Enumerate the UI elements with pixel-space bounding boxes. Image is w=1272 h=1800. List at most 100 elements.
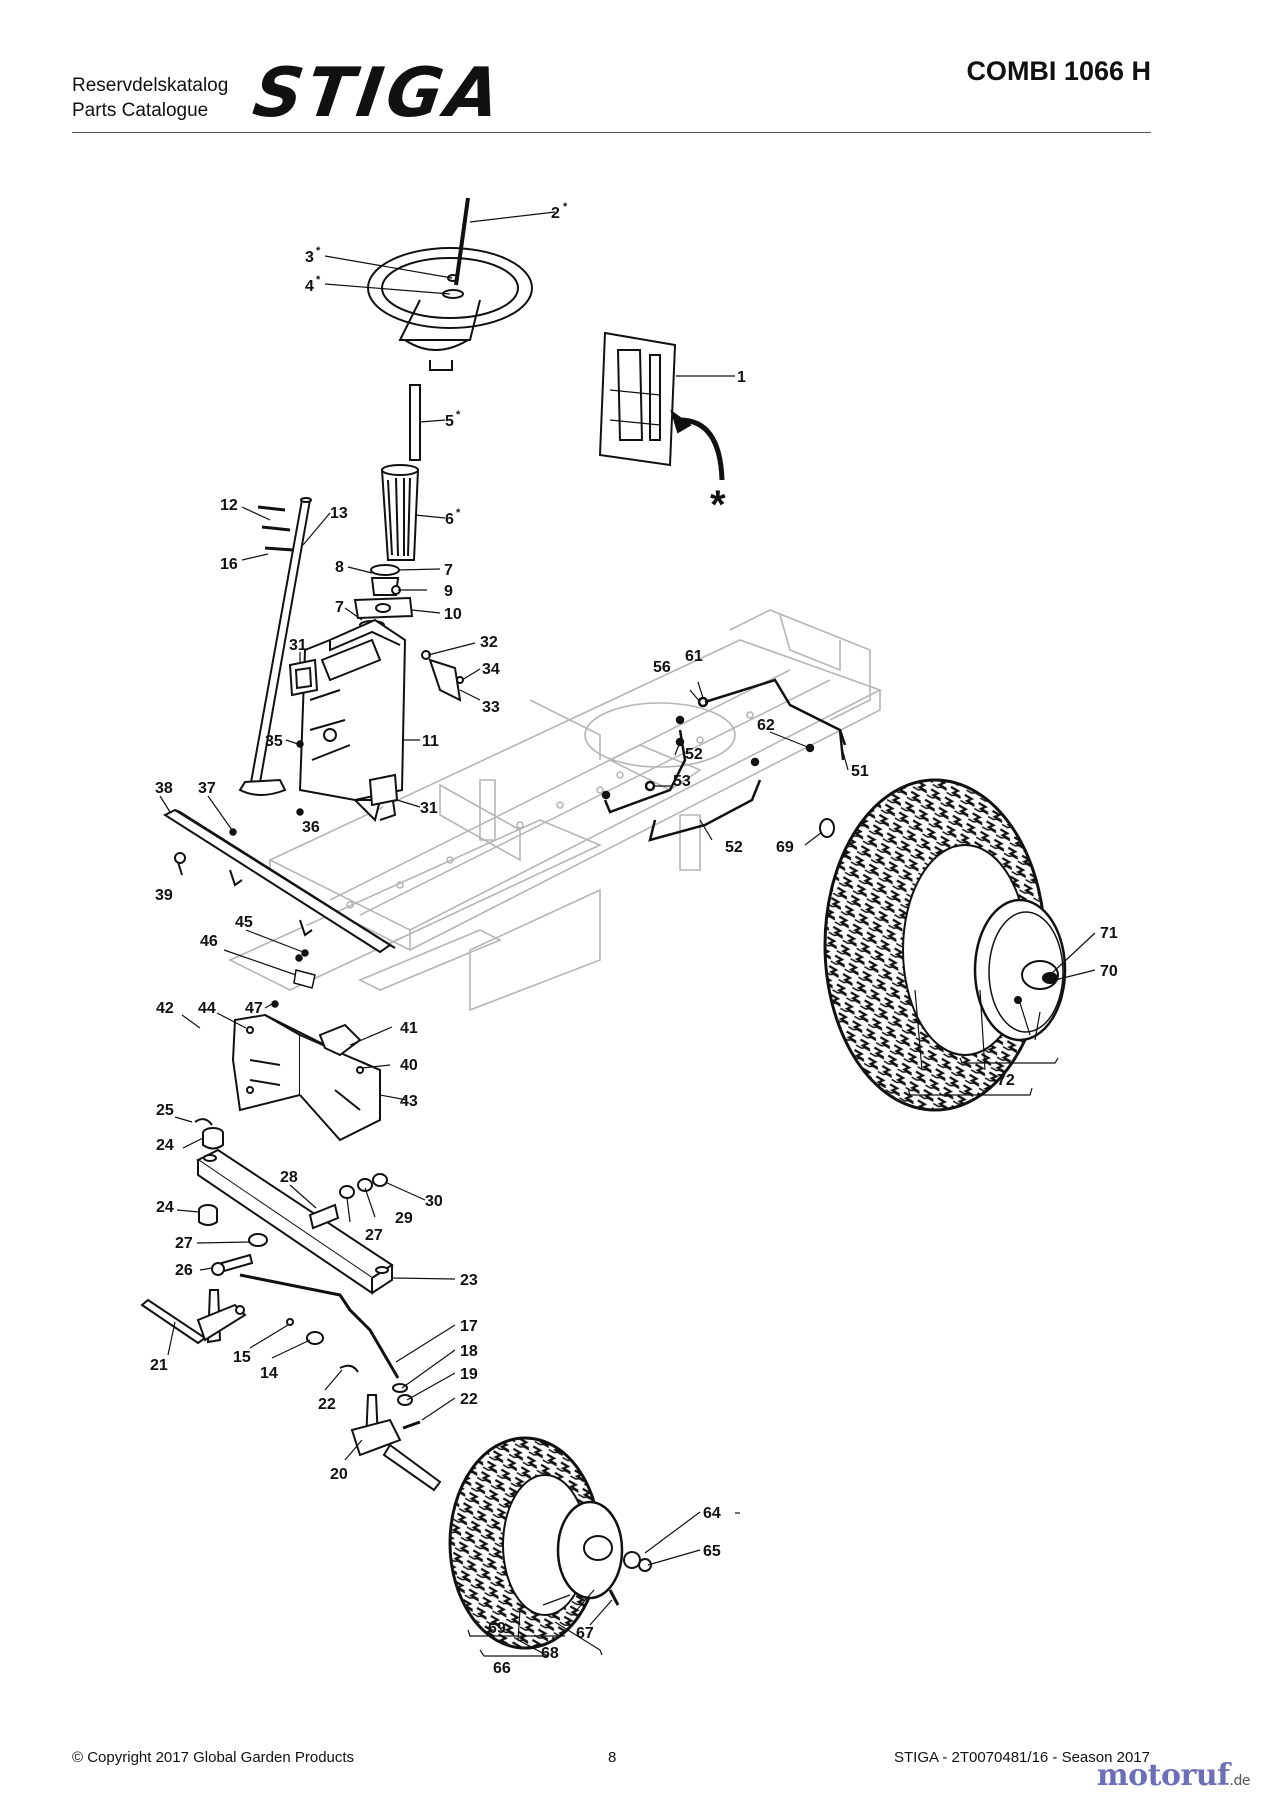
- callout-61: 64: [703, 1505, 721, 1522]
- callout-66a: 69: [488, 1620, 506, 1637]
- callout-labels: 1 2 * 3 * 4 * 5 * 6 * 7 8 9 10 7 11 12 1…: [150, 201, 1118, 1677]
- catalogue-title-english: Parts Catalogue: [72, 100, 209, 121]
- rear-wheel: [823, 778, 1067, 1112]
- callout-7a: 7: [444, 562, 453, 579]
- rear-washer: [819, 818, 835, 838]
- callout-31b: 31: [420, 800, 438, 817]
- callout-2: 2: [551, 205, 560, 222]
- front-wheel: [448, 1436, 652, 1650]
- callout-31a: 31: [289, 637, 307, 654]
- callout-17: 17: [460, 1318, 478, 1335]
- callout-52b: 52: [725, 839, 743, 856]
- watermark-text: motoruf: [1096, 1758, 1230, 1793]
- callout-56: 62: [757, 717, 775, 734]
- small-bolts: [229, 740, 316, 1008]
- callout-35: 35: [265, 733, 283, 750]
- callout-3-star: *: [316, 245, 321, 257]
- bracket-32: [421, 650, 464, 702]
- callout-62: 65: [703, 1543, 721, 1560]
- callout-34: 34: [482, 661, 500, 678]
- watermark-suffix: .de: [1229, 1773, 1251, 1789]
- callout-22b: 22: [318, 1396, 336, 1413]
- callout-65: 68: [541, 1645, 559, 1662]
- callout-19: 19: [460, 1366, 478, 1383]
- callout-67: 70: [1100, 963, 1118, 980]
- callout-8: 8: [335, 559, 344, 576]
- callout-32: 32: [480, 634, 498, 651]
- callout-38: 38: [155, 780, 173, 797]
- tie-rod-hardware: [286, 1318, 421, 1430]
- callout-24b: 24: [156, 1199, 174, 1216]
- callout-68: 71: [1100, 925, 1118, 942]
- callout-69: 72: [997, 1072, 1015, 1089]
- replacement-star-marker: *: [710, 483, 726, 527]
- callout-20: 20: [330, 1466, 348, 1483]
- callout-6: 6: [445, 511, 454, 528]
- callout-53: 53: [673, 773, 691, 790]
- callout-5: 5: [445, 413, 454, 430]
- watermark-logo: motoruf.de: [1096, 1758, 1251, 1793]
- callout-13: 13: [330, 505, 348, 522]
- callout-16: 16: [220, 556, 238, 573]
- callout-36: 36: [302, 819, 320, 836]
- callout-27a: 27: [365, 1227, 383, 1244]
- callout-54: 56: [653, 659, 671, 676]
- model-title: COMBI 1066 H: [966, 56, 1151, 86]
- steering-bolt: [454, 197, 470, 286]
- callout-10: 10: [444, 606, 462, 623]
- callout-12: 12: [220, 497, 238, 514]
- callout-25: 25: [156, 1102, 174, 1119]
- callout-47: 47: [245, 1000, 263, 1017]
- callout-27b: 27: [175, 1235, 193, 1252]
- leader-lines: [159, 211, 1096, 1657]
- callout-43: 43: [400, 1093, 418, 1110]
- callout-44: 44: [198, 1000, 216, 1017]
- callout-40: 40: [400, 1057, 418, 1074]
- document-reference: STIGA - 2T0070481/16 - Season 2017: [893, 1749, 1150, 1766]
- spindle-right: [350, 1394, 442, 1492]
- steering-kit-inset: [598, 331, 725, 481]
- callout-39: 39: [155, 887, 173, 904]
- callout-3: 3: [305, 249, 314, 266]
- steering-link-rods: [601, 678, 847, 842]
- callout-52a: 52: [685, 746, 703, 763]
- callout-11: 11: [422, 733, 439, 750]
- steering-gear: [353, 564, 414, 630]
- callout-23: 23: [460, 1272, 478, 1289]
- axle-bracket: [231, 1013, 381, 1142]
- tie-rod: [239, 1273, 400, 1379]
- callout-1: 1: [737, 369, 746, 386]
- front-bar: [162, 808, 396, 954]
- callout-2-star: *: [563, 201, 568, 213]
- callout-63: 66: [493, 1660, 511, 1677]
- chassis-frame: [228, 609, 883, 1012]
- header-divider: [72, 132, 1151, 133]
- callout-51: 51: [851, 763, 869, 780]
- callout-41: 41: [400, 1020, 418, 1037]
- callout-45: 45: [235, 914, 253, 931]
- callout-22a: 22: [460, 1391, 478, 1408]
- callout-46: 46: [200, 933, 218, 950]
- callout-42: 42: [156, 1000, 174, 1017]
- callout-21: 21: [150, 1357, 168, 1374]
- callout-24a: 24: [156, 1137, 174, 1154]
- callout-15: 15: [233, 1349, 251, 1366]
- callout-64: 67: [576, 1625, 594, 1642]
- callout-26: 26: [175, 1262, 193, 1279]
- callout-18: 18: [460, 1343, 478, 1360]
- steering-shaft: [380, 384, 421, 561]
- callout-28: 28: [280, 1169, 298, 1186]
- page-number: 8: [608, 1749, 617, 1766]
- footer-copyright: © Copyright 2017 Global Garden Products: [72, 1749, 355, 1766]
- callout-5-star: *: [456, 409, 461, 421]
- callout-29: 29: [395, 1210, 413, 1227]
- callout-9: 9: [444, 583, 453, 600]
- callout-30: 30: [425, 1193, 443, 1210]
- axle-bushings: [194, 1118, 224, 1226]
- callout-14: 14: [260, 1365, 278, 1382]
- callout-4: 4: [305, 278, 314, 295]
- callout-55: 61: [685, 648, 703, 665]
- catalogue-title-swedish: Reservdelskatalog: [72, 75, 229, 96]
- callout-6-star: *: [456, 507, 461, 519]
